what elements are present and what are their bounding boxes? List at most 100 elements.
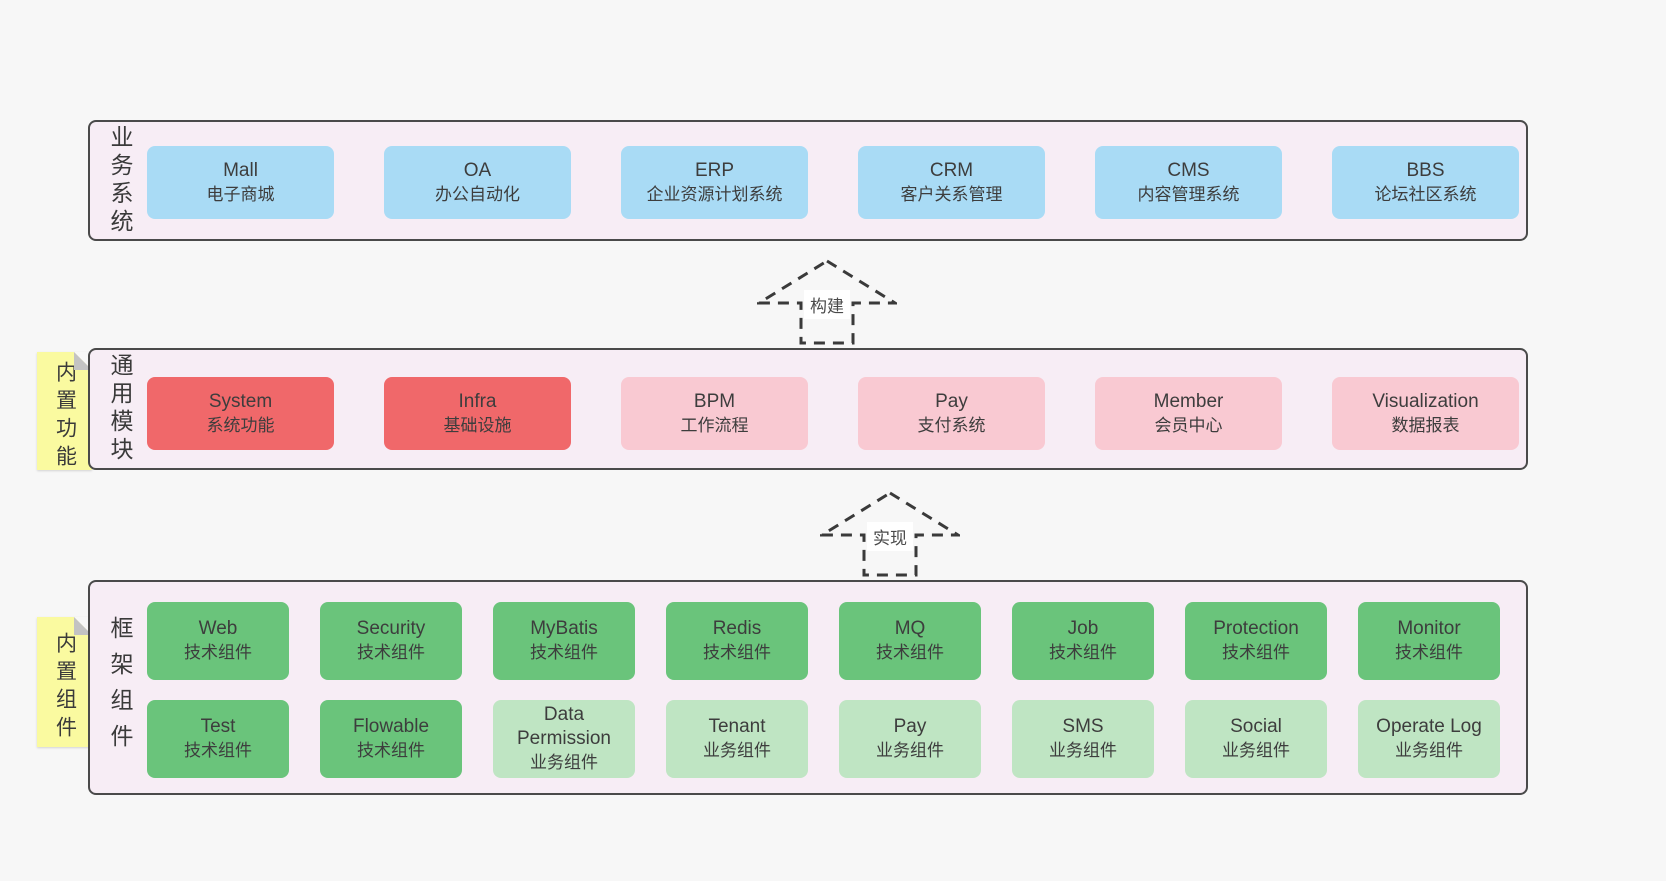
box-visualization: Visualization 数据报表 — [1332, 377, 1519, 450]
box-member: Member 会员中心 — [1095, 377, 1282, 450]
layer-common-modules: 通用模块 System 系统功能 Infra 基础设施 BPM 工作流程 Pay… — [88, 348, 1528, 470]
box-redis: Redis 技术组件 — [666, 602, 808, 680]
module-box-row: System 系统功能 Infra 基础设施 BPM 工作流程 Pay 支付系统… — [147, 377, 1519, 450]
box-title: Social — [1230, 716, 1282, 737]
box-subtitle: 技术组件 — [703, 643, 771, 662]
sticky-note-builtin-components: 内置组件 — [37, 617, 92, 747]
box-pay-system: Pay 支付系统 — [858, 377, 1045, 450]
box-title: Infra — [458, 391, 497, 412]
box-subtitle: 企业资源计划系统 — [646, 185, 783, 204]
arrow-label: 实现 — [867, 522, 913, 551]
box-title: Tenant — [708, 716, 766, 737]
box-system: System 系统功能 — [147, 377, 334, 450]
box-title: Member — [1153, 391, 1224, 412]
arrow-label: 构建 — [804, 290, 850, 319]
box-subtitle: 技术组件 — [1222, 643, 1290, 662]
layer-side-label: 通用模块 — [107, 353, 133, 465]
box-job: Job 技术组件 — [1012, 602, 1154, 680]
box-subtitle: 内容管理系统 — [1137, 185, 1240, 204]
implement-arrow: 实现 — [820, 490, 960, 578]
box-subtitle: 会员中心 — [1154, 416, 1223, 435]
layer-side-label: 框架组件 — [107, 615, 133, 760]
box-tenant: Tenant 业务组件 — [666, 700, 808, 778]
box-title: Test — [200, 716, 236, 737]
box-subtitle: 业务组件 — [530, 753, 598, 772]
box-title: Job — [1067, 618, 1099, 639]
box-bpm: BPM 工作流程 — [621, 377, 808, 450]
box-flowable: Flowable 技术组件 — [320, 700, 462, 778]
box-title: Operate Log — [1376, 716, 1482, 737]
box-title: Web — [198, 618, 238, 639]
box-subtitle: 基础设施 — [443, 416, 512, 435]
box-web: Web 技术组件 — [147, 602, 289, 680]
box-mybatis: MyBatis 技术组件 — [493, 602, 635, 680]
box-pay-component: Pay 业务组件 — [839, 700, 981, 778]
box-subtitle: 业务组件 — [1049, 741, 1117, 760]
layer-side-label: 业务系统 — [107, 124, 133, 237]
box-title: MyBatis — [530, 618, 598, 639]
sticky-note-builtin-features: 内置功能 — [37, 352, 92, 473]
business-box-row: Mall 电子商城 OA 办公自动化 ERP 企业资源计划系统 CRM 客户关系… — [147, 146, 1519, 219]
box-subtitle: 技术组件 — [530, 643, 598, 662]
box-title: Redis — [712, 618, 762, 639]
box-title: Pay — [893, 716, 927, 737]
box-subtitle: 论坛社区系统 — [1374, 185, 1477, 204]
box-subtitle: 电子商城 — [206, 185, 275, 204]
box-title: CRM — [929, 160, 974, 181]
box-title: OA — [463, 160, 492, 181]
box-subtitle: 技术组件 — [184, 643, 252, 662]
box-protection: Protection 技术组件 — [1185, 602, 1327, 680]
component-box-row-2: Test 技术组件 Flowable 技术组件 Data Permission … — [147, 700, 1500, 778]
box-security: Security 技术组件 — [320, 602, 462, 680]
box-bbs: BBS 论坛社区系统 — [1332, 146, 1519, 219]
box-monitor: Monitor 技术组件 — [1358, 602, 1500, 680]
box-subtitle: 技术组件 — [357, 741, 425, 760]
box-subtitle: 业务组件 — [1395, 741, 1463, 760]
box-oa: OA 办公自动化 — [384, 146, 571, 219]
box-subtitle: 工作流程 — [680, 416, 749, 435]
box-title: Protection — [1213, 618, 1299, 639]
box-subtitle: 技术组件 — [357, 643, 425, 662]
box-title: Visualization — [1372, 391, 1479, 412]
box-title: CMS — [1167, 160, 1210, 181]
box-mall: Mall 电子商城 — [147, 146, 334, 219]
build-arrow: 构建 — [757, 258, 897, 346]
layer-framework-components: 框架组件 Web 技术组件 Security 技术组件 MyBatis 技术组件… — [88, 580, 1528, 795]
box-subtitle: 技术组件 — [184, 741, 252, 760]
box-subtitle: 业务组件 — [876, 741, 944, 760]
box-subtitle: 客户关系管理 — [900, 185, 1003, 204]
sticky-note-label: 内置组件 — [53, 632, 77, 744]
box-title: Mall — [223, 160, 258, 181]
box-subtitle: 技术组件 — [876, 643, 944, 662]
box-title: Flowable — [352, 716, 430, 737]
box-title: Data Permission — [517, 704, 611, 749]
box-subtitle: 技术组件 — [1395, 643, 1463, 662]
box-data-permission: Data Permission 业务组件 — [493, 700, 635, 778]
box-subtitle: 技术组件 — [1049, 643, 1117, 662]
box-crm: CRM 客户关系管理 — [858, 146, 1045, 219]
box-title: Security — [356, 618, 426, 639]
box-infra: Infra 基础设施 — [384, 377, 571, 450]
box-title: System — [208, 391, 273, 412]
box-sms: SMS 业务组件 — [1012, 700, 1154, 778]
box-test: Test 技术组件 — [147, 700, 289, 778]
box-operate-log: Operate Log 业务组件 — [1358, 700, 1500, 778]
box-mq: MQ 技术组件 — [839, 602, 981, 680]
box-subtitle: 支付系统 — [917, 416, 986, 435]
component-box-row-1: Web 技术组件 Security 技术组件 MyBatis 技术组件 Redi… — [147, 602, 1500, 680]
box-cms: CMS 内容管理系统 — [1095, 146, 1282, 219]
up-block-arrow-icon — [820, 491, 960, 577]
box-subtitle: 办公自动化 — [435, 185, 520, 204]
box-title: BBS — [1406, 160, 1445, 181]
box-subtitle: 系统功能 — [206, 416, 275, 435]
box-title: BPM — [693, 391, 736, 412]
box-social: Social 业务组件 — [1185, 700, 1327, 778]
up-block-arrow-icon — [757, 259, 897, 345]
box-title: Monitor — [1397, 618, 1461, 639]
box-title: ERP — [694, 160, 735, 181]
box-subtitle: 数据报表 — [1391, 416, 1460, 435]
box-title: SMS — [1062, 716, 1104, 737]
box-title: Pay — [935, 391, 968, 412]
layer-business-systems: 业务系统 Mall 电子商城 OA 办公自动化 ERP 企业资源计划系统 CRM… — [88, 120, 1528, 241]
